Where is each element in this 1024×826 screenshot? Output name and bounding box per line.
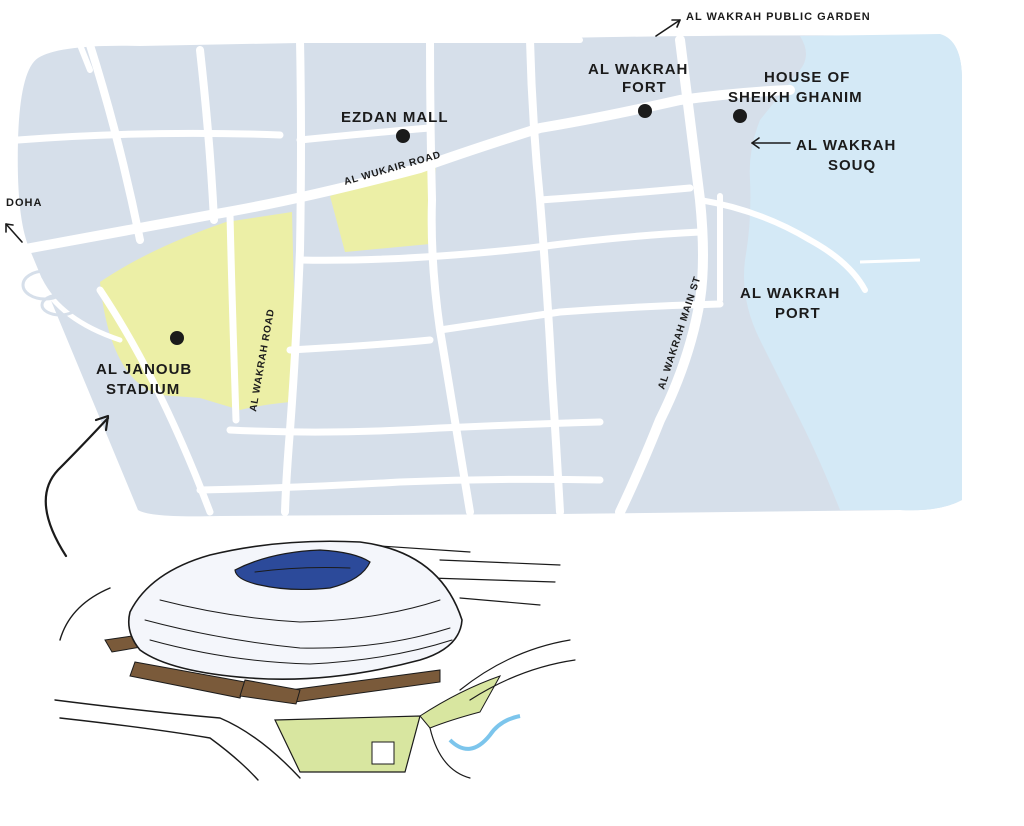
stadium-grass — [419, 675, 502, 729]
stadium-grass — [274, 715, 421, 773]
stadium-marker — [170, 331, 184, 345]
stadium-canopy — [239, 679, 301, 705]
doha-interchange — [21, 269, 80, 317]
park-stadium — [100, 212, 294, 410]
arrow-icon — [655, 19, 681, 37]
label-port-line2: PORT — [775, 305, 821, 322]
arrow-icon — [5, 223, 23, 243]
park-ezdan — [330, 164, 436, 252]
ezdan-mall-marker — [396, 129, 410, 143]
label-ezdan-mall: EZDAN MALL — [341, 109, 449, 126]
stadium-building — [371, 741, 395, 765]
house-marker — [733, 109, 747, 123]
label-stadium-line1: AL JANOUB — [96, 361, 192, 378]
road-network — [14, 35, 868, 517]
arrow-icon — [44, 414, 110, 558]
label-public-garden: AL WAKRAH PUBLIC GARDEN — [686, 11, 871, 23]
label-souq-line2: SOUQ — [828, 157, 876, 174]
label-fort-line1: AL WAKRAH — [588, 61, 688, 78]
label-fort-line2: FORT — [622, 79, 667, 96]
fort-marker — [638, 104, 652, 118]
arrow-icon — [751, 137, 791, 149]
label-port-line1: AL WAKRAH — [740, 285, 840, 302]
port-jetty — [859, 258, 921, 264]
stadium-roof — [127, 540, 463, 680]
stadium-illustration — [54, 540, 576, 781]
label-stadium-line2: STADIUM — [106, 381, 180, 398]
label-house-line1: HOUSE OF — [764, 69, 850, 86]
label-souq-line1: AL WAKRAH — [796, 137, 896, 154]
label-house-line2: SHEIKH GHANIM — [728, 89, 863, 106]
label-doha: DOHA — [6, 197, 42, 209]
stadium-water — [448, 714, 521, 751]
stadium-canopy — [129, 661, 246, 699]
stadium-bowl — [234, 549, 371, 591]
